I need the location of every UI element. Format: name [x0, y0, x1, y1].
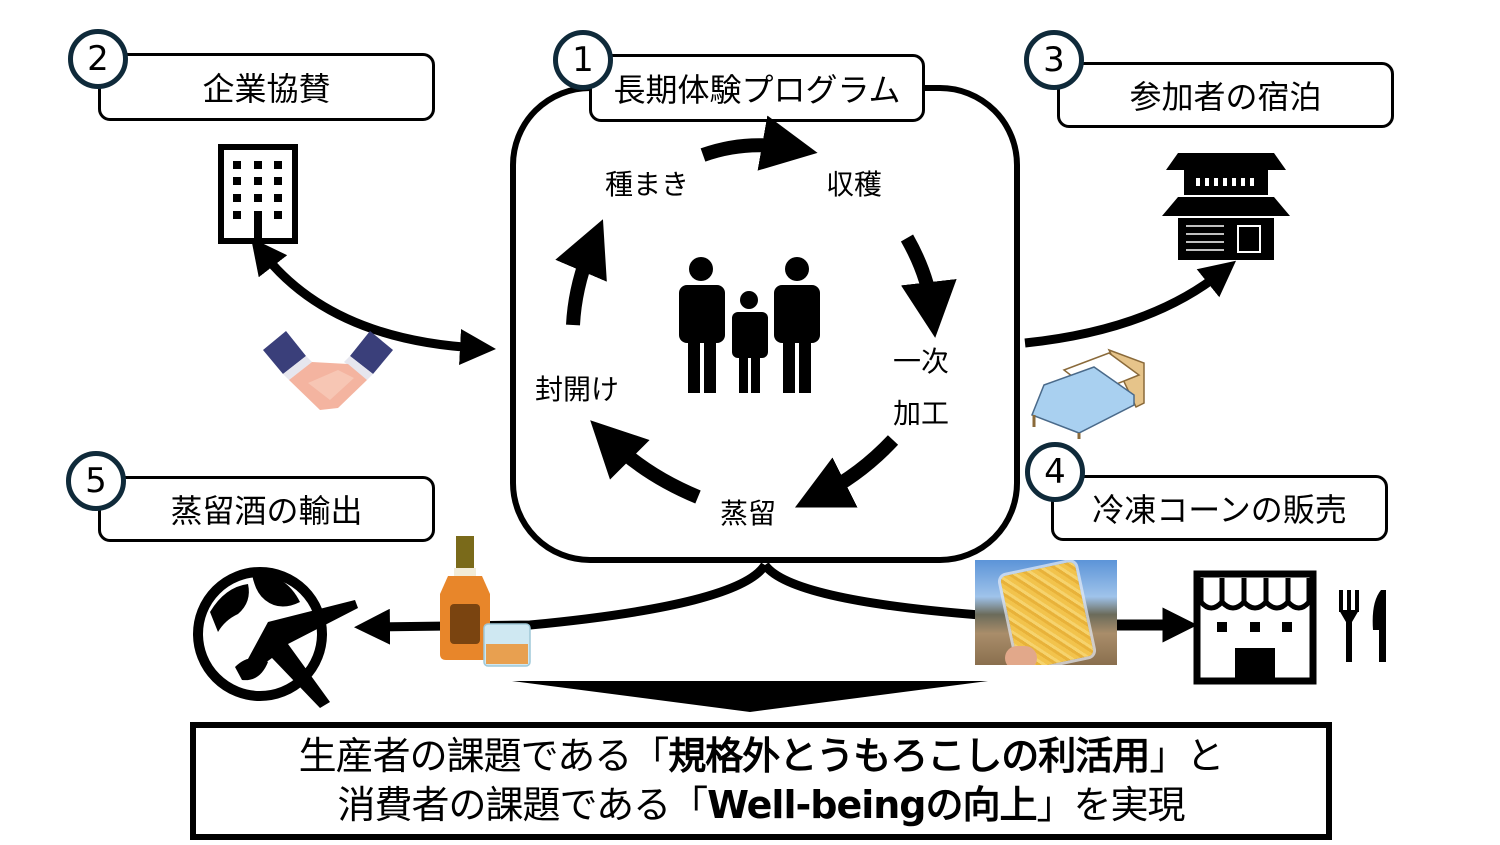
- sales-branch: [761, 562, 981, 620]
- badge-1: 1: [553, 30, 613, 90]
- frozen-corn-photo: [975, 560, 1117, 665]
- result-line-1-highlight: 規格外とうもろこしの利活用: [668, 733, 1150, 778]
- cycle-step-processing-1: 一次: [893, 345, 950, 378]
- family-icon: [679, 257, 820, 393]
- cycle-step-processing-2: 加工: [893, 397, 950, 430]
- office-building-icon: [218, 144, 298, 244]
- cycle-step-opening: 封開け: [535, 373, 620, 406]
- japanese-inn-icon: [1162, 153, 1290, 260]
- result-line-2-prefix: 消費者の課題である「: [337, 783, 708, 827]
- cycle-step-distillation: 蒸留: [720, 497, 777, 530]
- storefront-icon: [1193, 570, 1317, 685]
- result-box: 生産者の課題である「規格外とうもろこしの利活用」と 消費者の課題である「Well…: [190, 722, 1332, 840]
- lodging-label: 参加者の宿泊: [1057, 62, 1394, 128]
- cycle-arrow-2: [900, 234, 957, 338]
- down-chevron: [512, 681, 988, 712]
- cycle-arrow-1: [700, 115, 818, 171]
- program-title: 長期体験プログラム: [589, 54, 925, 122]
- result-line-2: 消費者の課題である「Well-beingの向上」を実現: [337, 781, 1186, 830]
- whisky-bottle-icon: [440, 536, 531, 667]
- result-line-1-suffix: 」と: [1149, 733, 1224, 778]
- export-label: 蒸留酒の輸出: [98, 476, 435, 542]
- badge-4: 4: [1025, 442, 1085, 502]
- badge-2: 2: [68, 29, 128, 89]
- corn-sales-label: 冷凍コーンの販売: [1051, 475, 1388, 541]
- handshake-icon: [263, 331, 393, 410]
- badge-5: 5: [66, 451, 126, 511]
- fork-knife-icon: [1339, 590, 1386, 662]
- badge-3: 3: [1024, 30, 1084, 90]
- export-branch: [354, 562, 769, 645]
- lodging-arrow: [1024, 260, 1237, 348]
- result-line-2-suffix: 」を実現: [1036, 783, 1186, 827]
- cycle-step-harvest: 収穫: [826, 168, 883, 201]
- sponsorship-label: 企業協賛: [98, 53, 435, 121]
- result-line-2-highlight: Well-beingの向上: [707, 783, 1037, 827]
- cycle-arrow-3: [794, 435, 899, 508]
- globe-airplane-icon: [193, 567, 358, 708]
- bed-icon: [1031, 348, 1145, 439]
- result-line-1: 生産者の課題である「規格外とうもろこしの利活用」と: [298, 732, 1225, 781]
- cycle-arrow-5: [555, 219, 607, 326]
- sponsor-arrow: [250, 237, 496, 365]
- cycle-step-sowing: 種まき: [605, 168, 690, 201]
- cycle-arrow-4: [590, 420, 701, 504]
- result-line-1-prefix: 生産者の課題である「: [298, 733, 670, 778]
